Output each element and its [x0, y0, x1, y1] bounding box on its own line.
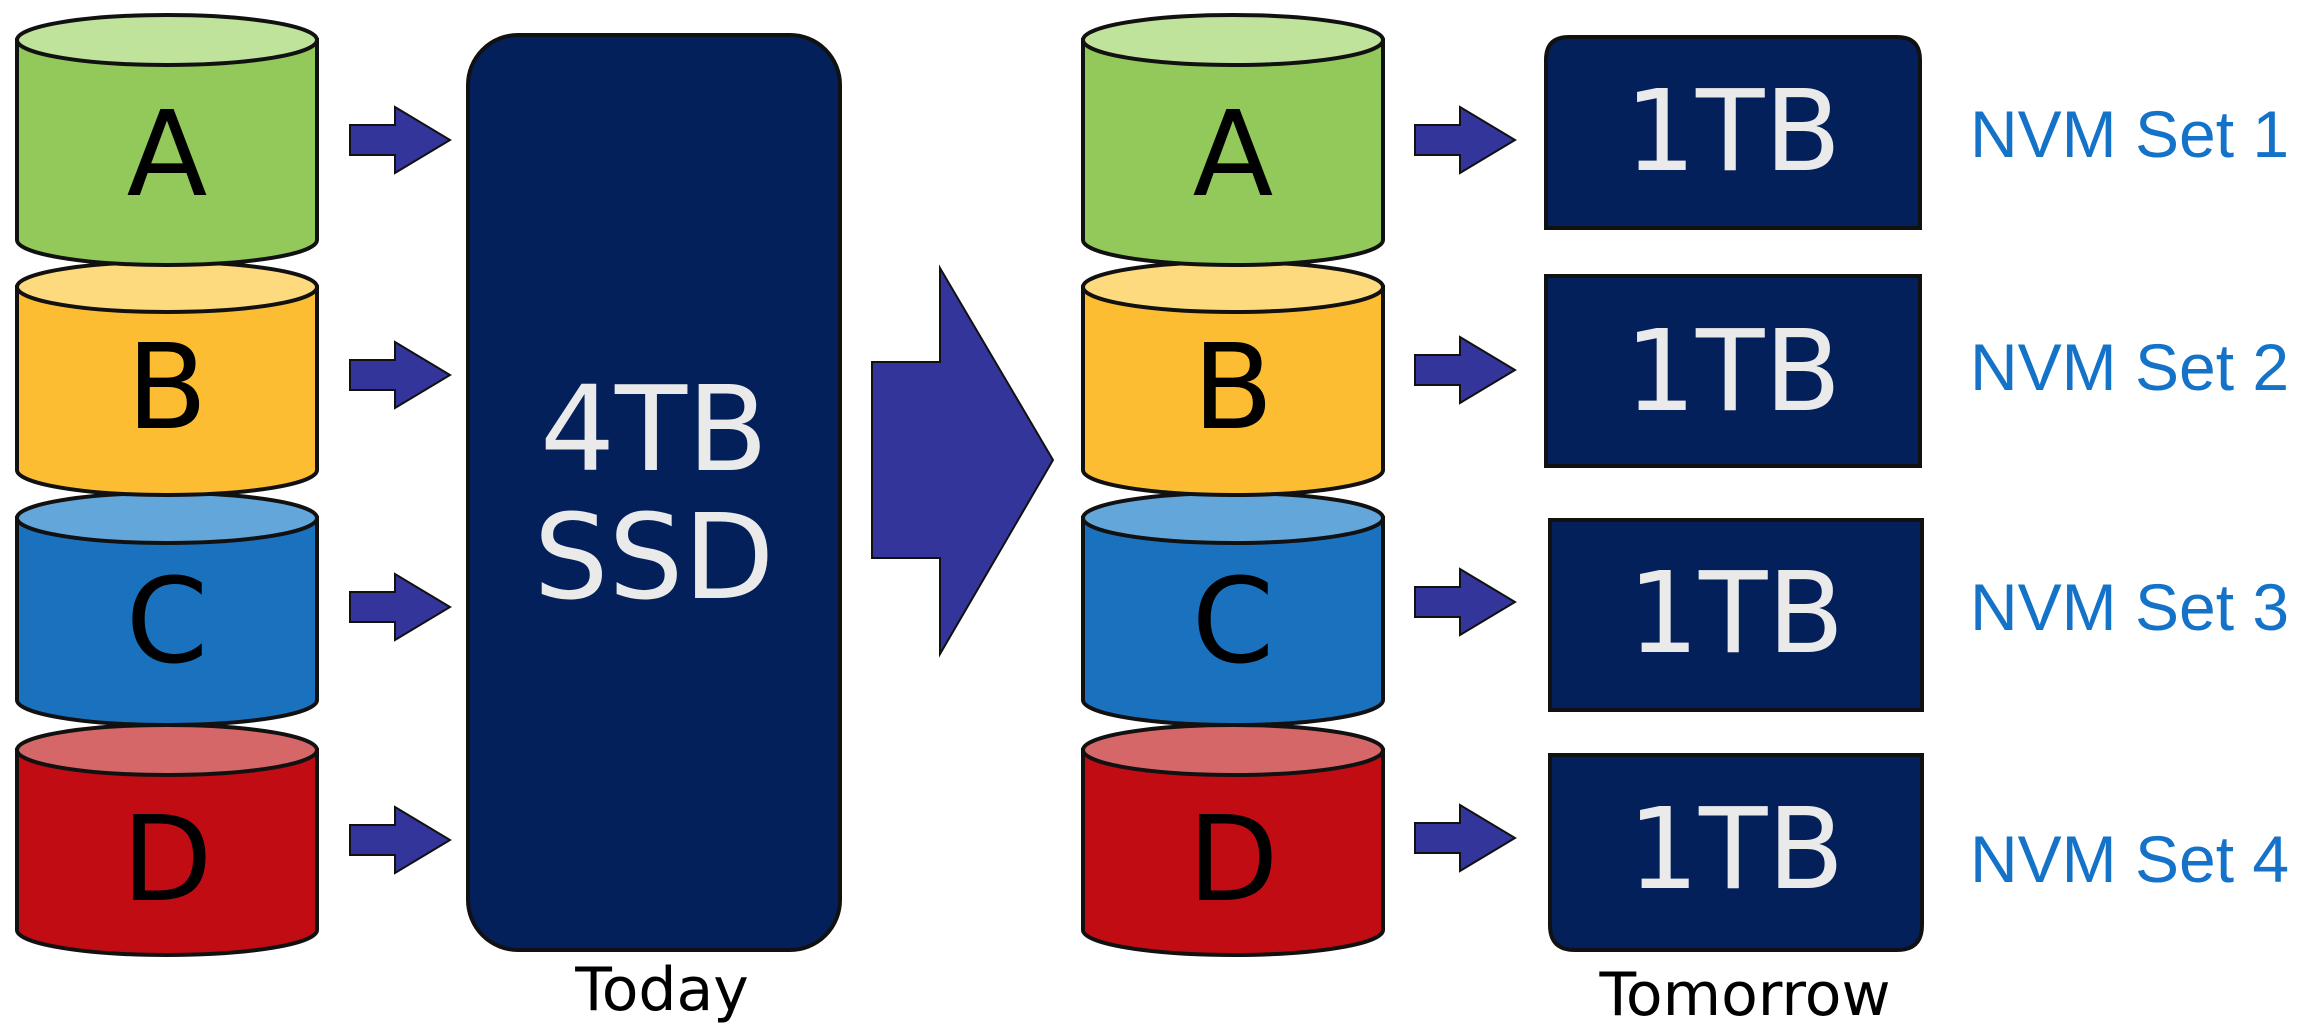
today-drive-c: C	[15, 491, 319, 727]
tomorrow-drive-b-label: B	[1193, 318, 1274, 456]
block-capacity: 1TB	[1628, 549, 1845, 679]
tomorrow-caption: Tomorrow	[1598, 960, 1890, 1024]
today-drive-stack: D C B A	[15, 13, 319, 957]
nvm-block-2: 1TB	[1544, 274, 1922, 468]
block-capacity: 1TB	[1625, 307, 1842, 437]
arrow-right-icon	[1414, 335, 1517, 405]
arrow-right-icon	[1414, 567, 1517, 637]
today-drive-d-label: D	[122, 790, 213, 928]
nvm-block-3: 1TB	[1548, 518, 1924, 712]
nvm-set-labels: NVM Set 1 NVM Set 2 NVM Set 3 NVM Set 4	[1970, 97, 2289, 896]
arrow-right-icon	[349, 105, 452, 175]
ssd-capacity: 4TB	[540, 360, 768, 498]
tomorrow-drive-b: B	[1081, 260, 1385, 497]
today-ssd: 4TB SSD	[466, 33, 842, 952]
tomorrow-drive-d-label: D	[1188, 790, 1279, 928]
today-drive-d: D	[15, 723, 319, 957]
tomorrow-blocks: 1TB 1TB 1TB 1TB	[1544, 35, 1924, 952]
arrow-right-icon	[349, 805, 452, 875]
arrow-right-icon	[1414, 105, 1517, 175]
big-arrow-right-icon	[871, 264, 1055, 658]
today-caption: Today	[574, 955, 749, 1024]
arrow-right-icon	[349, 572, 452, 642]
nvm-set-label-4: NVM Set 4	[1970, 822, 2289, 896]
arrow-right-icon	[1414, 803, 1517, 873]
today-drive-c-label: C	[126, 552, 208, 690]
tomorrow-drive-c: C	[1081, 491, 1385, 727]
nvm-set-label-3: NVM Set 3	[1970, 570, 2289, 644]
tomorrow-drive-d: D	[1081, 723, 1385, 957]
tomorrow-drive-a: A	[1081, 13, 1385, 267]
today-drive-a-label: A	[127, 85, 208, 223]
nvm-block-4: 1TB	[1548, 753, 1924, 952]
nvm-set-label-2: NVM Set 2	[1970, 330, 2289, 404]
nvm-set-label-1: NVM Set 1	[1970, 97, 2289, 171]
ssd-label: SSD	[534, 488, 775, 626]
tomorrow-drive-c-label: C	[1192, 552, 1274, 690]
today-drive-b: B	[15, 260, 319, 497]
tomorrow-drive-a-label: A	[1193, 85, 1274, 223]
block-capacity: 1TB	[1628, 785, 1845, 915]
nvm-block-1: 1TB	[1544, 35, 1922, 230]
block-capacity: 1TB	[1625, 67, 1842, 197]
arrow-right-icon	[349, 340, 452, 410]
tomorrow-drive-stack: D C B A	[1081, 13, 1385, 957]
today-arrows	[349, 105, 452, 875]
tomorrow-arrows	[1414, 105, 1517, 873]
today-drive-b-label: B	[127, 318, 208, 456]
today-drive-a: A	[15, 13, 319, 267]
